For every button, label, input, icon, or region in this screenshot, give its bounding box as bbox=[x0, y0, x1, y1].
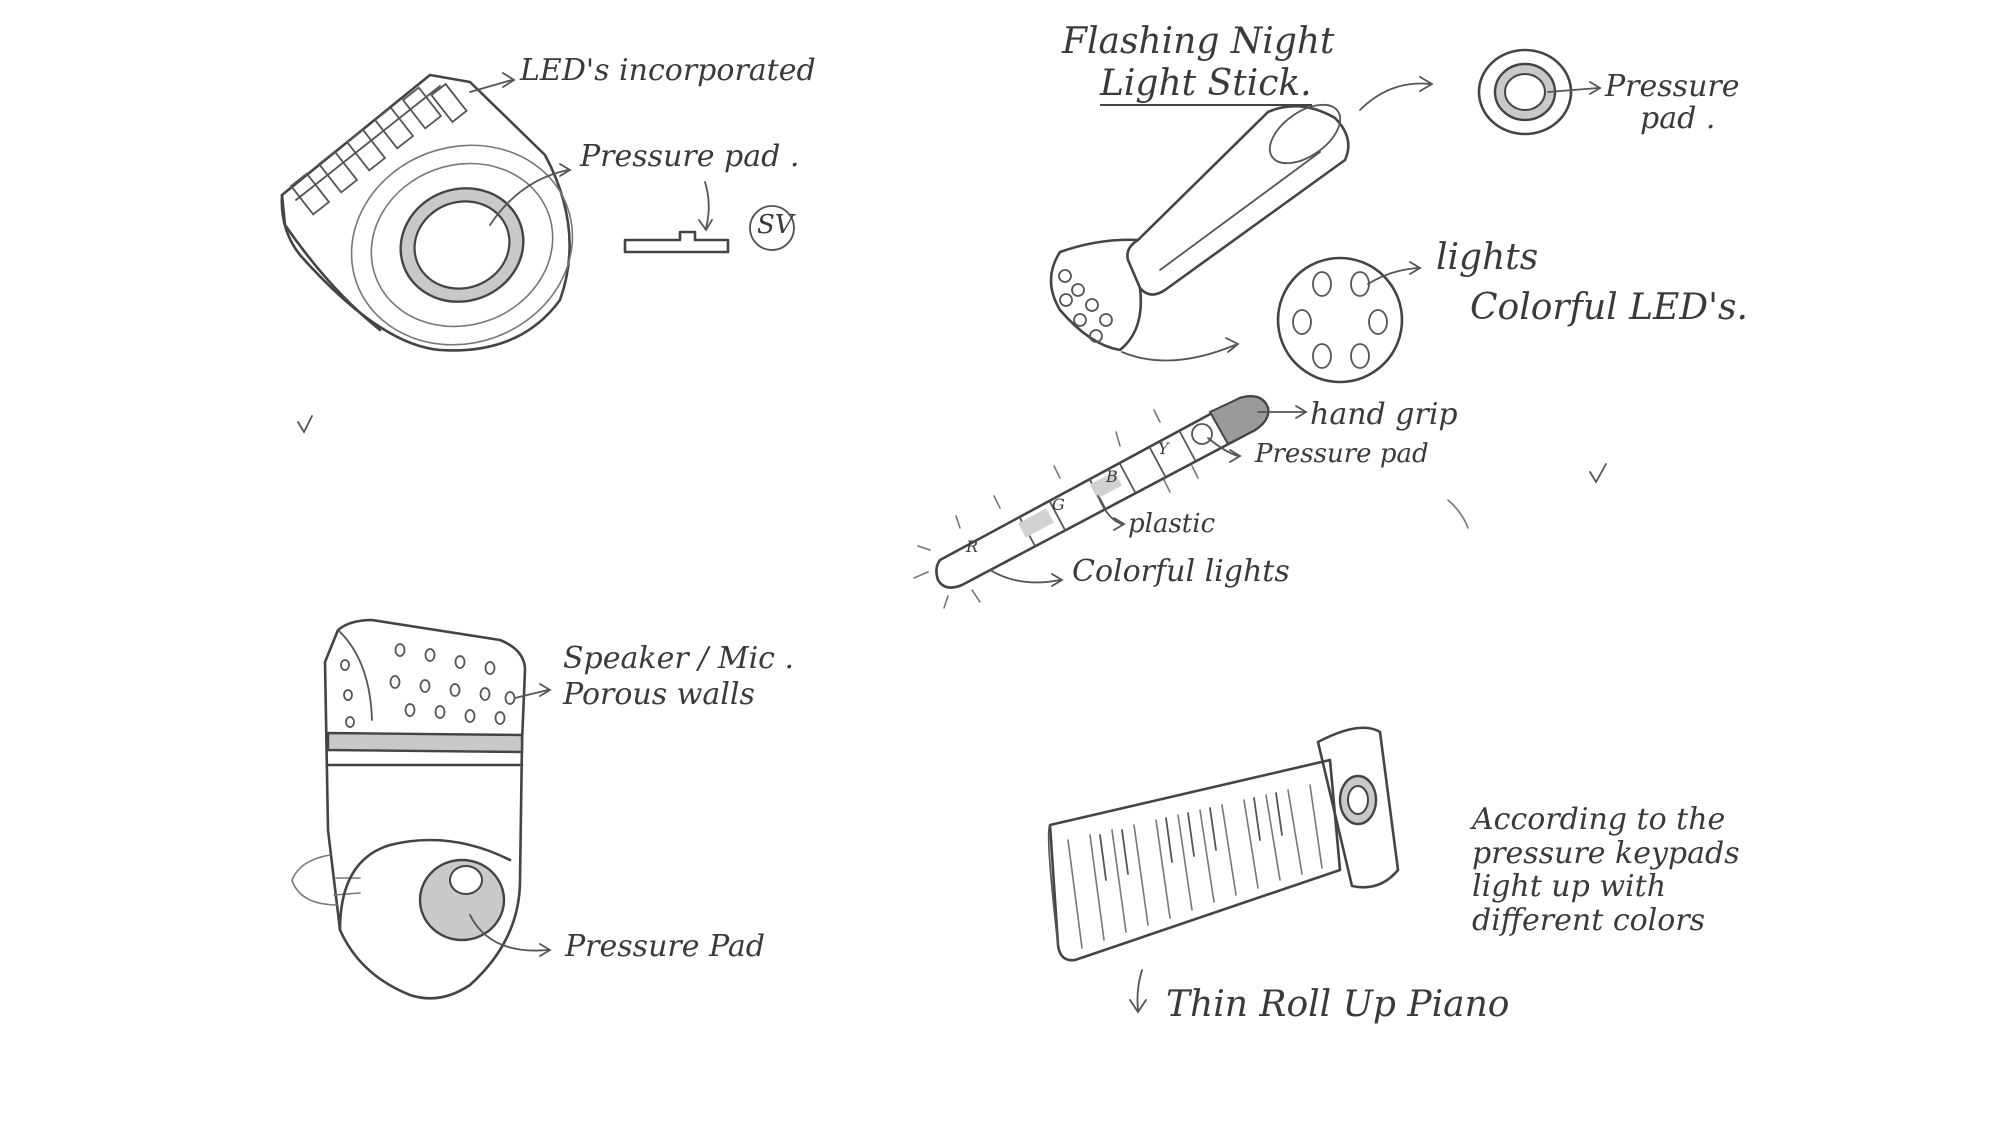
stick-letter-r: R bbox=[966, 538, 978, 556]
note-line-4: different colors bbox=[1472, 904, 1740, 938]
label-porous-walls: Porous walls bbox=[563, 678, 755, 712]
note-line-2: pressure keypads bbox=[1472, 837, 1740, 871]
label-plastic: plastic bbox=[1128, 510, 1215, 539]
label-hand-grip: hand grip bbox=[1310, 398, 1458, 432]
speaker-mic-device bbox=[292, 620, 550, 998]
label-speaker-mic: Speaker / Mic . bbox=[563, 642, 794, 676]
label-colorful-lights: Colorful lights bbox=[1072, 555, 1290, 589]
head-led-dots bbox=[1059, 270, 1112, 342]
piano-keys bbox=[1068, 785, 1322, 948]
stick-end-view bbox=[1479, 50, 1600, 134]
stick-letter-g: G bbox=[1052, 496, 1065, 514]
label-pressure-pad-1: Pressure pad . bbox=[580, 140, 799, 174]
stick-letter-b: B bbox=[1106, 468, 1118, 486]
label-pressure-pad-2b: pad . bbox=[1640, 102, 1715, 136]
label-leds-incorporated: LED's incorporated bbox=[520, 54, 816, 88]
note-line-3: light up with bbox=[1472, 870, 1740, 904]
title-line-1: Flashing Night bbox=[1062, 22, 1335, 62]
label-lights: lights bbox=[1436, 238, 1538, 278]
title-line-2: Light Stick. bbox=[1100, 64, 1312, 104]
led-pad-device bbox=[282, 73, 794, 432]
label-roll-up-piano: Thin Roll Up Piano bbox=[1166, 985, 1509, 1025]
stick-letter-y: Y bbox=[1158, 440, 1169, 458]
title-line-2-text: Light Stick. bbox=[1100, 63, 1312, 106]
note-line-1: According to the bbox=[1472, 803, 1740, 837]
piano-note: According to the pressure keypads light … bbox=[1472, 803, 1740, 937]
roll-up-piano bbox=[1049, 728, 1398, 1012]
label-colorful-leds: Colorful LED's. bbox=[1470, 288, 1748, 328]
label-pressure-pad-2a: Pressure bbox=[1605, 70, 1740, 104]
label-pressure-pad-4: Pressure Pad bbox=[565, 930, 765, 964]
label-sv: SV bbox=[757, 211, 794, 240]
label-pressure-pad-3: Pressure pad bbox=[1255, 440, 1429, 469]
stick-lights-view bbox=[1278, 258, 1420, 382]
